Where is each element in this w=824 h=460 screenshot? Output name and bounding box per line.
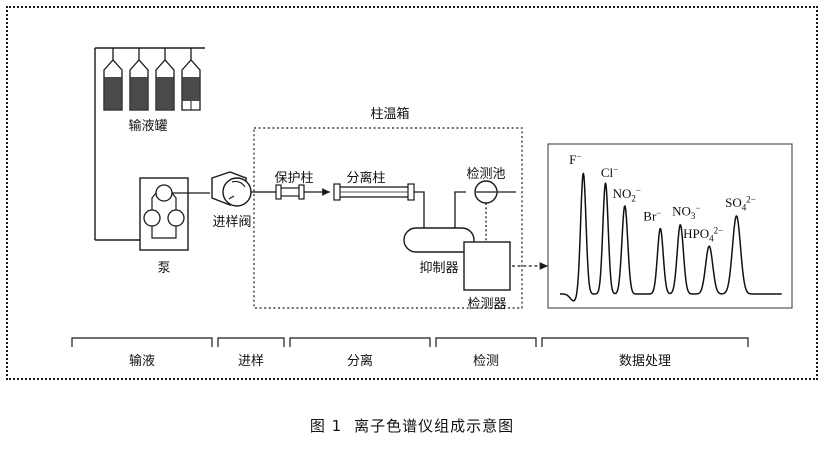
stage-label: 检测 <box>473 354 499 369</box>
peak-label: HPO42− <box>683 226 723 244</box>
stage-label: 进样 <box>238 354 264 369</box>
detector-label: 检测器 <box>467 297 506 312</box>
caption-title: 离子色谱仪组成示意图 <box>354 417 515 435</box>
chromatogram-trace <box>559 172 782 302</box>
pump-group: 泵 <box>139 177 210 276</box>
stage-bracket: 数据处理 <box>541 337 749 369</box>
ion-chromatograph-diagram: 输液罐 泵 进样阀 柱温箱 保护柱 <box>71 47 793 369</box>
guard-column <box>266 184 305 200</box>
injection-valve-rotor <box>222 177 252 207</box>
column-to-suppressor-line <box>414 191 425 232</box>
stage-label: 分离 <box>347 353 373 369</box>
svg-text:Br−: Br− <box>643 208 661 224</box>
column-oven-boundary <box>253 127 523 309</box>
reservoir-bottle <box>155 48 175 111</box>
detector-cell-label: 检测池 <box>466 167 505 182</box>
detector-body <box>463 241 511 291</box>
guard-column-label: 保护柱 <box>274 171 313 186</box>
svg-text:F−: F− <box>569 152 581 168</box>
stage-bracket: 检测 <box>435 337 537 369</box>
suppressor-body <box>403 227 475 253</box>
stage-label: 数据处理 <box>619 354 671 369</box>
reservoir-bottle <box>103 48 123 111</box>
pump-head-top <box>155 184 173 202</box>
stage-bracket: 进样 <box>217 337 285 369</box>
reservoir-bottle <box>129 48 149 111</box>
injection-valve-group: 进样阀 <box>211 171 266 230</box>
pump-head-left <box>143 209 161 227</box>
svg-text:NO2−: NO2− <box>613 185 641 203</box>
reservoir-label: 输液罐 <box>128 118 167 134</box>
injection-valve-label: 进样阀 <box>212 215 251 230</box>
pump-head-right <box>167 209 185 227</box>
svg-text:NO3−: NO3− <box>672 203 700 221</box>
stage-label: 输液 <box>129 353 155 369</box>
pump-label: 泵 <box>157 261 170 276</box>
figure-outer-border <box>6 6 818 380</box>
peak-label: NO2− <box>613 185 641 203</box>
svg-text:HPO42−: HPO42− <box>683 226 723 244</box>
column-oven-label: 柱温箱 <box>370 106 409 122</box>
reservoir-bottle <box>181 48 201 111</box>
suppressor-label: 抑制器 <box>419 261 458 276</box>
svg-text:Cl−: Cl− <box>601 165 618 181</box>
peak-label: Br− <box>643 208 661 224</box>
reservoir-group: 输液罐 <box>94 47 205 241</box>
peak-label: SO42− <box>725 194 756 212</box>
chromatogram-panel: F− Cl− NO2−Br− NO3− HPO42−SO42− <box>547 143 793 309</box>
stage-bracket-group: 输液 进样 分离 检测 数据处理 <box>71 337 749 369</box>
separation-column <box>333 183 415 201</box>
stage-bracket: 输液 <box>71 337 213 369</box>
chromatogram-peak-labels: F− Cl− NO2−Br− NO3− HPO42−SO42− <box>569 152 756 244</box>
peak-label: F− <box>569 152 581 168</box>
caption-number: 图 1 <box>309 417 343 435</box>
suppressor-to-cell-line <box>454 191 466 232</box>
figure-caption: 图 1 离子色谱仪组成示意图 <box>0 415 824 436</box>
separation-column-label: 分离柱 <box>346 170 385 186</box>
column-oven-group: 柱温箱 保护柱 分离柱 抑制器 <box>253 106 523 312</box>
peak-label: NO3− <box>672 203 700 221</box>
stage-bracket: 分离 <box>289 337 431 369</box>
chromatogram-plot <box>559 172 782 302</box>
chromatogram-border <box>547 143 793 309</box>
detector-cell <box>474 180 516 204</box>
peak-label: Cl− <box>601 165 618 181</box>
svg-text:SO42−: SO42− <box>725 194 756 212</box>
